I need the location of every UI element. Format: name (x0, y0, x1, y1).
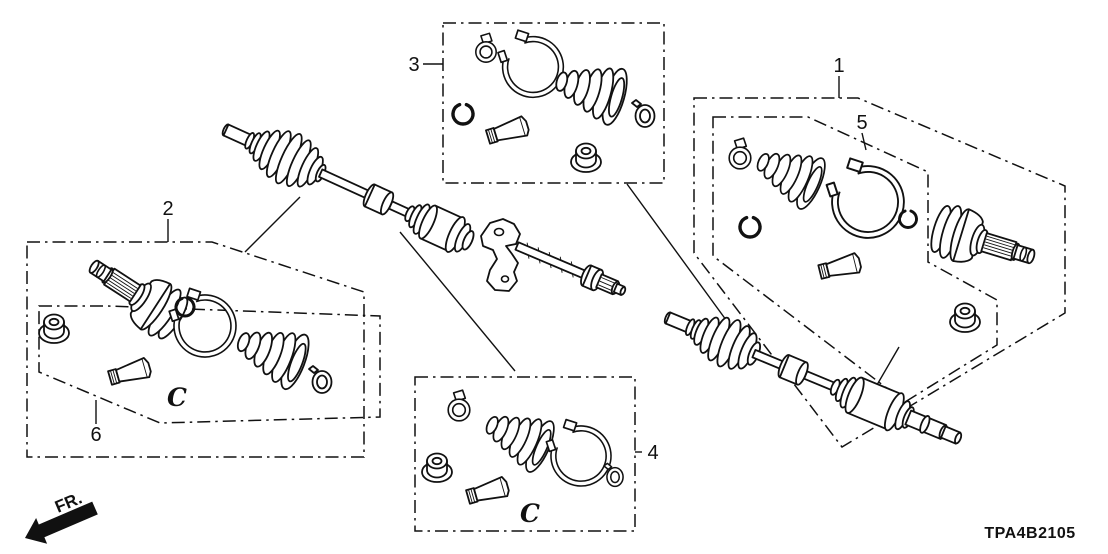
cv-boot-icon (475, 397, 561, 477)
leader-box1-to-lower-joint (873, 346, 900, 391)
ear-clamp-icon (728, 137, 752, 170)
grease-tube-icon (106, 356, 154, 389)
grease-tube-icon (484, 114, 532, 148)
circlip-icon (451, 102, 475, 126)
callout-5: 5 (856, 112, 868, 151)
spindle-nut-icon (421, 452, 453, 483)
leader-box2-to-upper-driveshaft (244, 196, 301, 253)
callout-box-2 (26, 241, 365, 458)
leader-box3-to-lower-boot (626, 183, 738, 336)
callout-3: 3 (408, 54, 443, 76)
small-ring-clamp-icon (631, 99, 656, 128)
boot-band-clamp-icon (827, 158, 901, 235)
callout-4-label[interactable]: 4 (647, 442, 658, 464)
callout-2-label[interactable]: 2 (162, 198, 173, 220)
callout-2: 2 (162, 198, 174, 242)
intermediate-shaft (514, 241, 627, 296)
callout-box-1 (693, 97, 1066, 448)
callout-box-3 (442, 22, 665, 184)
circlip-icon (738, 215, 762, 239)
spindle-nut-icon (949, 302, 981, 333)
circlip-icon (898, 209, 918, 229)
ear-clamp-icon (447, 389, 471, 422)
driveshaft-assembly-upper (221, 123, 475, 253)
callout-5-label[interactable]: 5 (856, 112, 867, 134)
diagram-code: TPA4B2105 (984, 525, 1075, 542)
small-ring-clamp-icon (603, 462, 624, 488)
callout-4: 4 (635, 442, 659, 464)
callout-1-label[interactable]: 1 (833, 55, 844, 77)
grease-mark-box6: C (167, 383, 187, 412)
spindle-nut-icon (570, 142, 602, 173)
driveshaft-assembly-lower (663, 311, 963, 445)
cv-boot-icon (227, 312, 316, 394)
callout-box-4 (414, 376, 636, 532)
grease-tube-icon (816, 251, 864, 283)
small-ring-clamp-icon (308, 365, 333, 394)
callout-6: 6 (90, 400, 102, 446)
callout-box-5 (712, 116, 998, 403)
cv-boot-icon (746, 134, 832, 214)
spindle-nut-icon (38, 313, 70, 344)
leader-upper-driveshaft-to-box4 (399, 231, 516, 372)
boot-band-clamp-icon (546, 420, 608, 484)
callout-6-label[interactable]: 6 (90, 424, 101, 446)
front-arrow-icon (25, 501, 98, 544)
callout-1: 1 (833, 55, 845, 98)
grease-mark-box4: C (520, 499, 540, 528)
boot-band-clamp-icon (498, 30, 561, 95)
ear-clamp-icon (475, 32, 497, 63)
front-direction-indicator: FR. (25, 488, 98, 544)
intermediate-shaft-bracket (480, 218, 521, 292)
grease-tube-icon (464, 475, 512, 508)
callout-box-6 (38, 305, 381, 424)
callout-3-label[interactable]: 3 (408, 54, 419, 76)
